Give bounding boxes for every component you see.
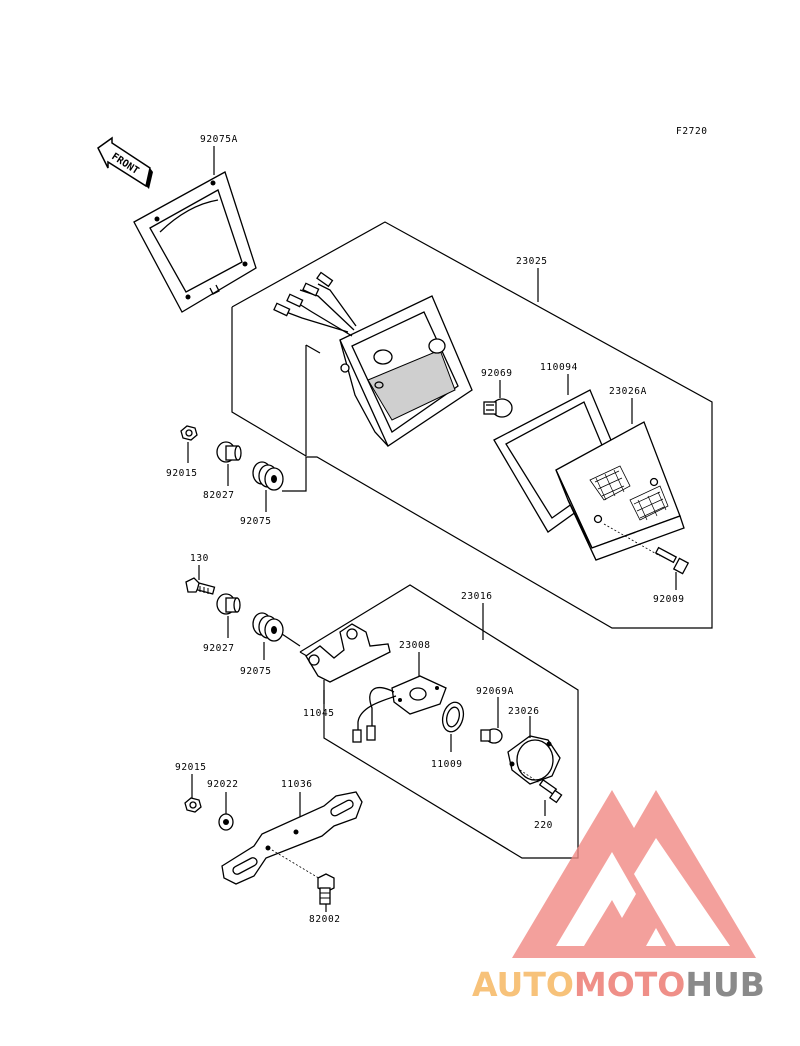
front-arrow-icon: FRONT bbox=[97, 136, 153, 189]
label-23026a: 23026A bbox=[609, 386, 647, 397]
label-11045: 11045 bbox=[303, 708, 335, 719]
label-23016: 23016 bbox=[461, 591, 493, 602]
grommet-92075-mid bbox=[252, 612, 284, 642]
label-220: 220 bbox=[534, 820, 553, 831]
grommet-92075-top bbox=[252, 461, 284, 491]
screw-92009 bbox=[603, 523, 690, 575]
label-23025: 23025 bbox=[516, 256, 548, 267]
washer-92022 bbox=[218, 813, 234, 831]
label-92075-mid: 92075 bbox=[240, 666, 272, 677]
lens-23026 bbox=[507, 735, 561, 785]
screw-220 bbox=[519, 769, 563, 804]
label-92075a: 92075A bbox=[200, 134, 238, 145]
figure-code: F2720 bbox=[676, 126, 708, 137]
gasket-11009 bbox=[441, 701, 465, 733]
label-130: 130 bbox=[190, 553, 209, 564]
nut-92015-top bbox=[180, 425, 198, 441]
collar-82027-top bbox=[216, 441, 242, 463]
label-92015-bot: 92015 bbox=[175, 762, 207, 773]
tail-lamp-housing bbox=[273, 271, 473, 447]
label-11036: 11036 bbox=[281, 779, 313, 790]
label-110094: 110094 bbox=[540, 362, 578, 373]
label-92009: 92009 bbox=[653, 594, 685, 605]
label-82002: 82002 bbox=[309, 914, 341, 925]
lens-23026a bbox=[555, 421, 685, 561]
watermark-auto: AUTO bbox=[472, 965, 574, 1004]
label-92069: 92069 bbox=[481, 368, 513, 379]
socket-23008 bbox=[352, 675, 447, 743]
label-23026: 23026 bbox=[508, 706, 540, 717]
collar-92027 bbox=[216, 593, 241, 615]
label-92022: 92022 bbox=[207, 779, 239, 790]
bulb-92069 bbox=[483, 398, 513, 418]
watermark-logo-icon bbox=[512, 790, 756, 958]
watermark-moto: MOTO bbox=[574, 965, 685, 1004]
watermark-hub: HUB bbox=[685, 965, 765, 1004]
bracket-11045 bbox=[305, 623, 391, 683]
gasket-92075a bbox=[133, 171, 257, 313]
license-bracket-11036 bbox=[221, 791, 363, 885]
label-23008: 23008 bbox=[399, 640, 431, 651]
bulb-92069a bbox=[480, 728, 503, 744]
label-82027-top: 82027 bbox=[203, 490, 235, 501]
nut-92015-bot bbox=[184, 797, 202, 813]
bolt-82002 bbox=[317, 873, 335, 905]
label-92075-top: 92075 bbox=[240, 516, 272, 527]
watermark-text: AUTOMOTOHUB bbox=[472, 965, 765, 1004]
label-11009: 11009 bbox=[431, 759, 463, 770]
bolt-130 bbox=[185, 577, 216, 595]
label-92069a: 92069A bbox=[476, 686, 514, 697]
label-92015-top: 92015 bbox=[166, 468, 198, 479]
label-92027: 92027 bbox=[203, 643, 235, 654]
